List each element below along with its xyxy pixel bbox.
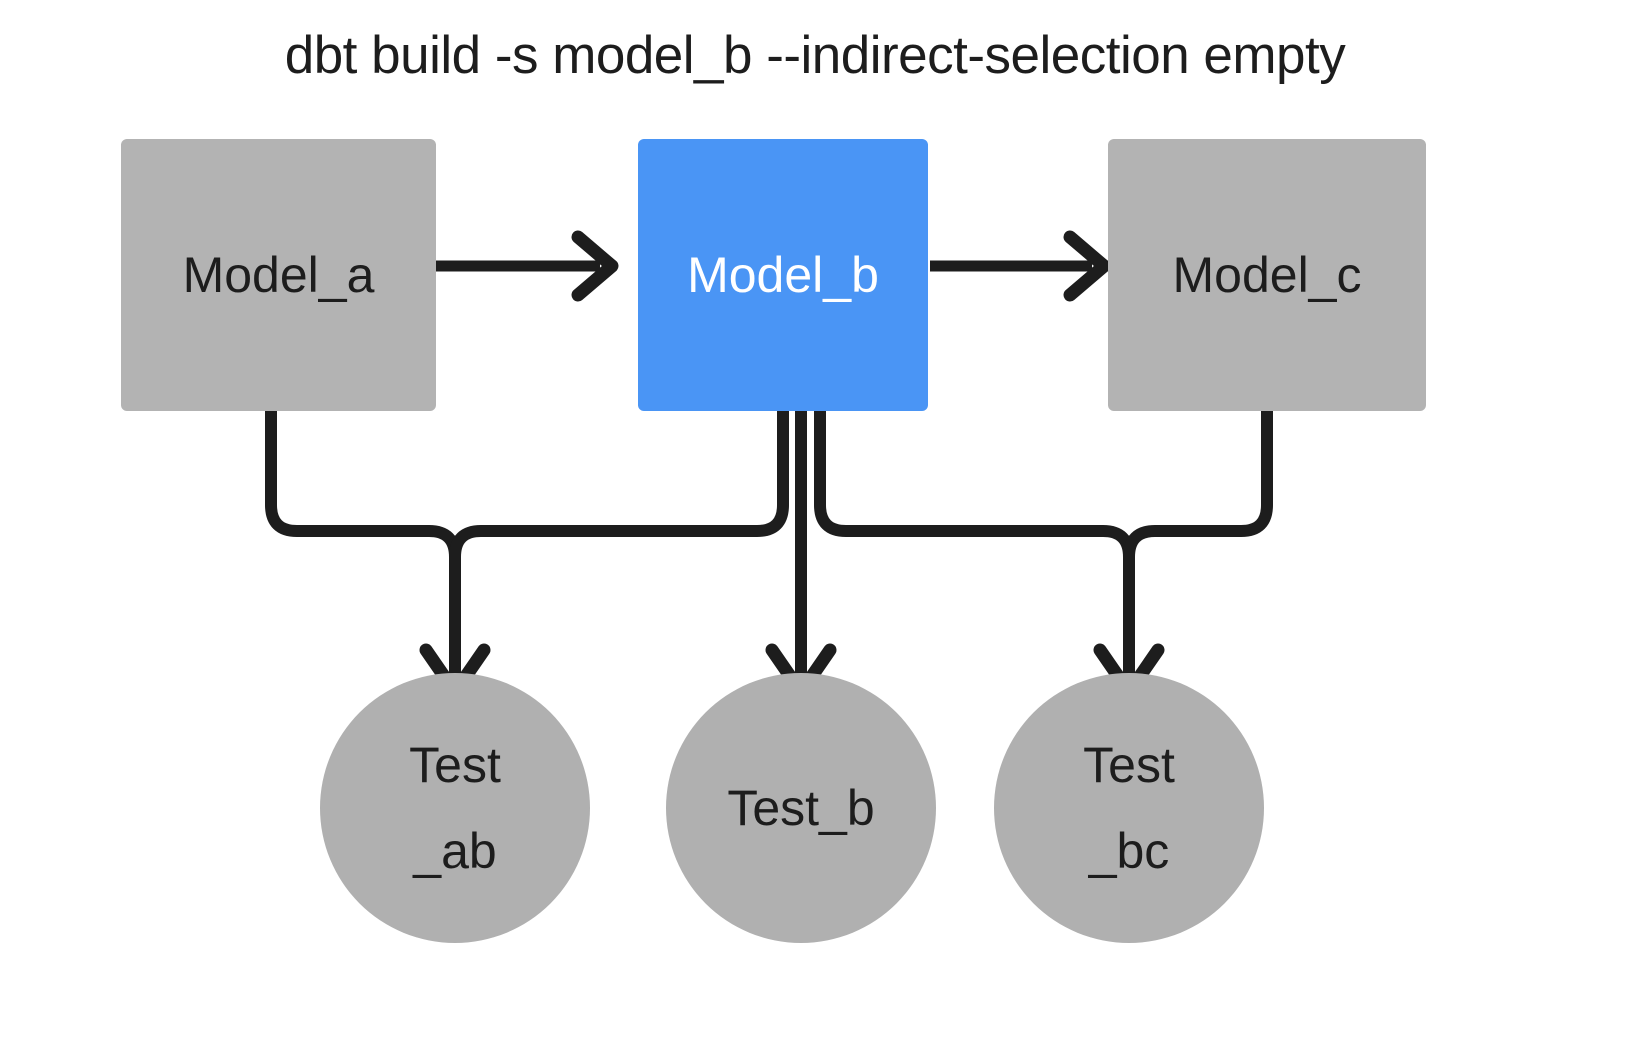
edge-model_b-test_b [765,411,837,699]
node-test-b[interactable]: Test_b [666,673,936,943]
node-test-bc-label-line2: _bc [1088,823,1170,879]
node-test-bc-label-line1: Test [1083,737,1175,793]
node-test-ab[interactable]: Test _ab [320,673,590,943]
edge-model_b-test_ab [449,411,789,558]
node-test-bc[interactable]: Test _bc [994,673,1264,943]
edge-model_c-test_bc [1123,411,1273,558]
node-test-ab-label-line2: _ab [413,823,497,879]
node-model-a[interactable]: Model_a [121,139,436,411]
node-test-b-label-line1: Test_b [727,780,875,836]
node-model-a-label: Model_a [182,247,375,303]
edge-model_b-model_c [930,230,1111,302]
edge-model_b-test_bc [814,411,1165,699]
edge-model_a-test_ab [265,411,491,699]
diagram-title: dbt build -s model_b --indirect-selectio… [284,26,1346,85]
node-model-c[interactable]: Model_c [1108,139,1426,411]
node-test-ab-label-line1: Test [409,737,501,793]
node-model-b[interactable]: Model_b [638,139,928,411]
node-model-c-label: Model_c [1172,247,1362,303]
node-model-b-label: Model_b [687,247,879,303]
